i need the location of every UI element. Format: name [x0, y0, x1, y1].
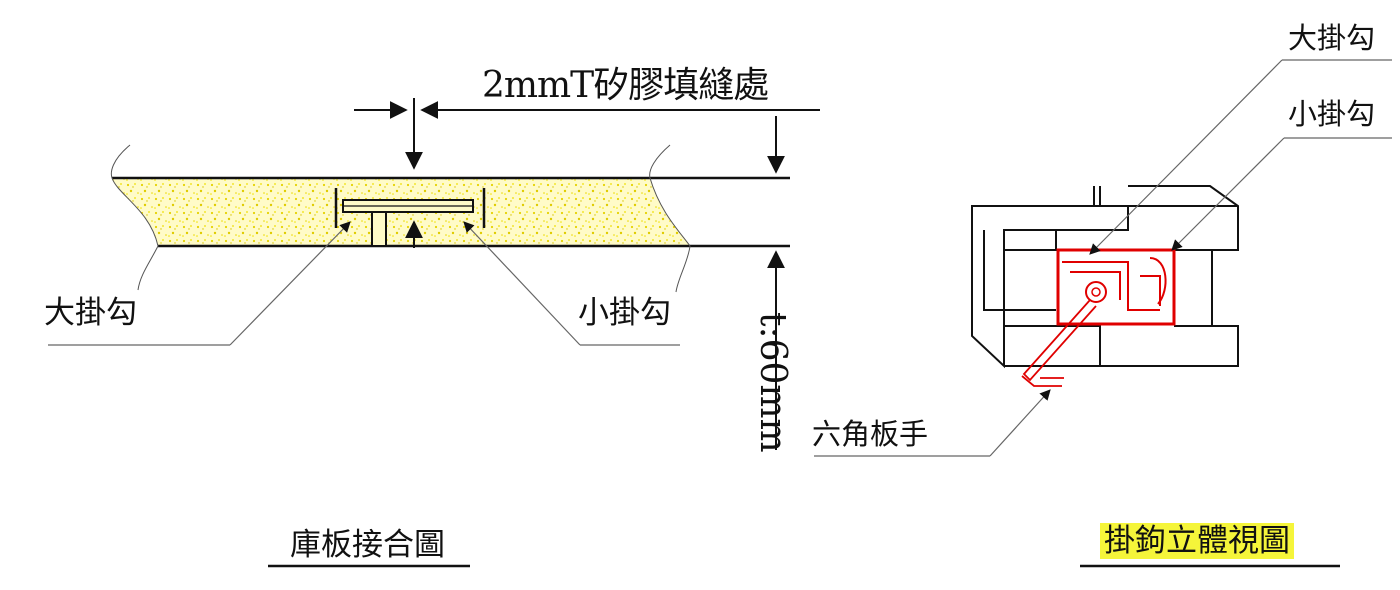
- break-line-left: [110, 144, 159, 291]
- big-hook-label-right: 大掛勾: [1288, 21, 1376, 55]
- hook-3d-view: [814, 59, 1392, 568]
- gap-sealant-label: 2mmT矽膠填縫處: [482, 65, 769, 106]
- break-line-right: [649, 144, 691, 293]
- leader-small-hook-left: [463, 221, 581, 346]
- thickness-label: t:60mm: [752, 312, 793, 453]
- small-hook-label-right: 小掛勾: [1288, 97, 1376, 131]
- panel-section: [48, 98, 820, 568]
- hook-detail-red: [1021, 248, 1176, 387]
- caption-panel-joint: 庫板接合圖: [290, 527, 445, 563]
- leader-wrench: [989, 389, 1051, 457]
- caption-hook-3d: 掛鉤立體視圖: [1100, 523, 1294, 559]
- leader-big-hook-right: [1089, 59, 1283, 255]
- leader-small-hook-right: [1171, 137, 1285, 251]
- caption-highlight: 掛鉤立體視圖: [1100, 523, 1294, 559]
- big-hook-label-left: 大掛勾: [44, 295, 137, 331]
- hex-wrench-label: 六角板手: [812, 417, 929, 451]
- joint-hook: [334, 188, 486, 247]
- small-hook-label-left: 小掛勾: [578, 295, 671, 331]
- leader-big-hook-left: [229, 221, 351, 346]
